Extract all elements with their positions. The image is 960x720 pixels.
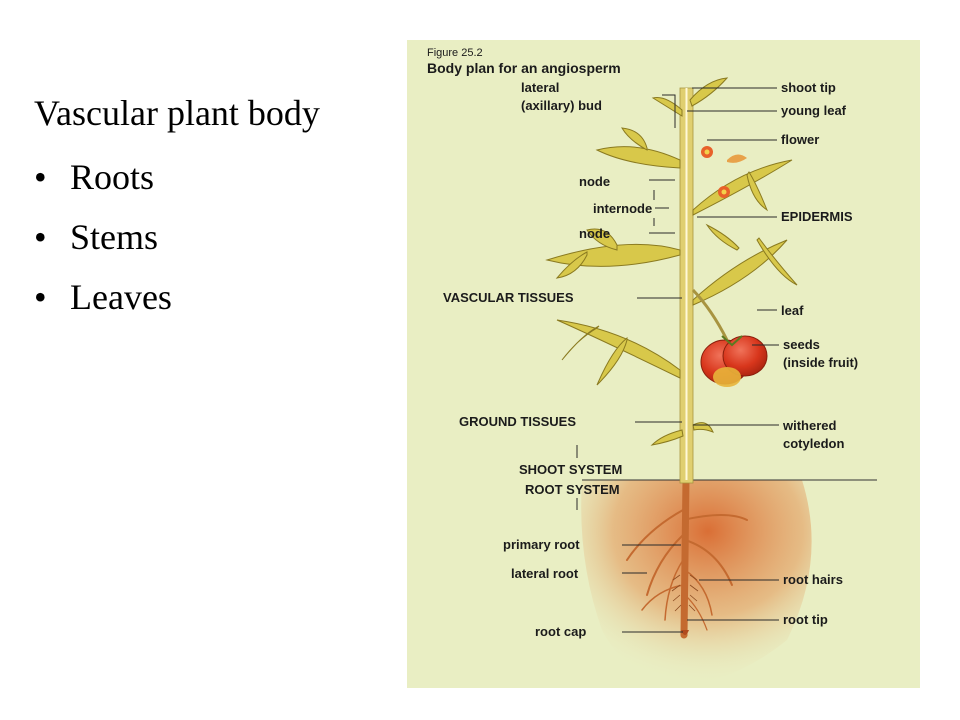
bullet-list: •Roots •Stems •Leaves <box>34 152 172 332</box>
figure-title: Body plan for an angiosperm <box>427 60 621 76</box>
labels-left: lateral (axillary) bud node internode no… <box>443 80 652 639</box>
bullet-roots: •Roots <box>34 157 155 197</box>
label-node-lower: node <box>579 226 610 241</box>
label-lateral-bud-line2: (axillary) bud <box>521 98 602 113</box>
label-vascular-tissues: VASCULAR TISSUES <box>443 290 574 305</box>
label-withered-line2: cotyledon <box>783 436 844 451</box>
label-seeds-line1: seeds <box>783 337 820 352</box>
root-hairs-drawing <box>671 574 699 612</box>
arrow-markers <box>576 190 655 510</box>
bullet-leaves: •Leaves <box>34 277 172 317</box>
label-root-cap: root cap <box>535 624 586 639</box>
label-root-tip: root tip <box>783 612 828 627</box>
label-shoot-tip: shoot tip <box>781 80 836 95</box>
label-flower: flower <box>781 132 819 147</box>
slide-title: Vascular plant body <box>34 93 320 133</box>
label-withered-line1: withered <box>782 418 837 433</box>
soil-region <box>581 480 812 685</box>
bullet-stems: •Stems <box>34 217 159 257</box>
label-root-hairs: root hairs <box>783 572 843 587</box>
figure-number: Figure 25.2 <box>427 47 483 59</box>
label-lateral-root: lateral root <box>511 566 579 581</box>
label-primary-root: primary root <box>503 537 580 552</box>
root-cap-drawing <box>681 630 689 635</box>
label-leaf: leaf <box>781 303 804 318</box>
label-root-system: ROOT SYSTEM <box>525 482 620 497</box>
label-internode: internode <box>593 201 652 216</box>
flowers-drawing <box>701 146 747 198</box>
labels-right: shoot tip young leaf flower EPIDERMIS le… <box>781 80 858 627</box>
angiosperm-body-plan-figure: Figure 25.2 Body plan for an angiosperm … <box>407 40 920 688</box>
label-lateral-bud-line1: lateral <box>521 80 559 95</box>
label-young-leaf: young leaf <box>781 103 847 118</box>
label-seeds-line2: (inside fruit) <box>783 355 858 370</box>
tomato-fruit-drawing <box>691 288 768 387</box>
label-ground-tissues: GROUND TISSUES <box>459 414 576 429</box>
leader-lines <box>622 87 779 633</box>
label-node-upper: node <box>579 174 610 189</box>
label-shoot-system: SHOOT SYSTEM <box>519 462 622 477</box>
label-epidermis: EPIDERMIS <box>781 209 853 224</box>
